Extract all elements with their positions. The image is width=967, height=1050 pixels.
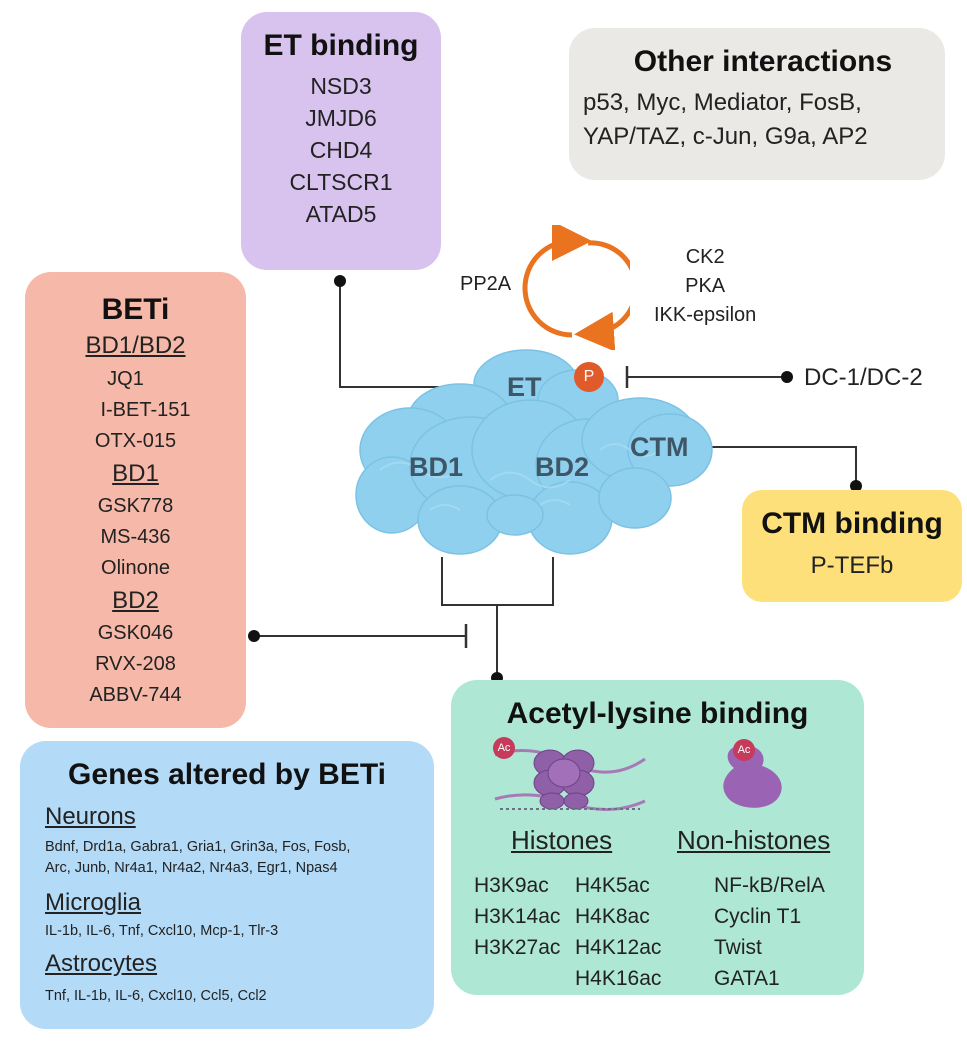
- et-binding-item: ATAD5: [305, 201, 377, 227]
- domain-ctm-label: CTM: [630, 432, 689, 462]
- et-binding-item: NSD3: [310, 73, 372, 99]
- genes-section-heading: Microglia: [45, 889, 142, 916]
- histone-marks-col2: H4K5ac H4K8ac H4K12ac H4K16ac: [575, 870, 661, 994]
- beti-group-heading-bd1: BD1: [112, 460, 159, 487]
- acetyl-lysine-title: Acetyl-lysine binding: [506, 697, 809, 730]
- acetyl-mark-label: Ac: [737, 744, 751, 756]
- histone-mark: H4K16ac: [575, 967, 662, 990]
- histone-marks-col1: H3K9ac H3K14ac H3K27ac: [474, 870, 560, 963]
- beti-inhibitor: RVX-208: [95, 653, 176, 675]
- et-binding-item: CHD4: [309, 137, 373, 163]
- beti-inhibition-dot: [248, 630, 260, 642]
- genes-line: Tnf, IL-1b, IL-6, Cxcl10, Ccl5, Ccl2: [45, 988, 267, 1004]
- phosphorylation-cycle-arrows: [522, 225, 630, 350]
- et-binding-item: CLTSCR1: [289, 169, 393, 195]
- non-histone-item: GATA1: [714, 967, 780, 990]
- domain-bd2-label: BD2: [535, 452, 590, 482]
- non-histone-item: Twist: [714, 936, 762, 959]
- et-binding-item: JMJD6: [305, 105, 377, 131]
- non-histones-heading: Non-histones: [677, 825, 831, 855]
- ctm-binding-title: CTM binding: [761, 507, 943, 540]
- ctm-binding-box: CTM binding P-TEFb: [742, 490, 962, 602]
- beti-box: BETi BD1/BD2 JQ1 I-BET-151 OTX-015 BD1 G…: [25, 272, 246, 728]
- genes-section-heading: Neurons: [45, 803, 136, 830]
- dc-inhibition-dot: [781, 371, 793, 383]
- beti-group-heading-bd1-bd2: BD1/BD2: [85, 332, 186, 359]
- other-interactions-line: YAP/TAZ, c-Jun, G9a, AP2: [583, 123, 868, 150]
- kinase-list: CK2 PKA IKK-epsilon: [654, 243, 756, 330]
- histone-mark: H3K14ac: [474, 905, 561, 928]
- non-histone-protein-icon: [723, 745, 782, 808]
- genes-line: Bdnf, Drd1a, Gabra1, Gria1, Grin3a, Fos,…: [45, 839, 351, 855]
- other-interactions-box: Other interactions p53, Myc, Mediator, F…: [569, 28, 945, 180]
- histone-mark: H3K27ac: [474, 936, 561, 959]
- genes-line: Arc, Junb, Nr4a1, Nr4a2, Nr4a3, Egr1, Np…: [45, 860, 338, 876]
- dc-inhibitor-label: DC-1/DC-2: [804, 364, 923, 391]
- et-binding-connector-dot: [334, 275, 346, 287]
- domain-et-label: ET: [507, 372, 542, 402]
- beti-inhibitor: GSK046: [97, 622, 174, 644]
- bd-bracket: [441, 557, 554, 606]
- beti-inhibitor: GSK778: [97, 495, 174, 517]
- genes-altered-box: Genes altered by BETi Neurons Bdnf, Drd1…: [20, 741, 434, 1029]
- nucleosome-icon: [494, 749, 646, 812]
- beti-title: BETi: [101, 293, 170, 326]
- et-binding-title: ET binding: [263, 29, 419, 62]
- phosphate-icon: P: [574, 362, 604, 392]
- kinase-label: CK2: [685, 246, 725, 268]
- beti-inhibitor: MS-436: [100, 526, 171, 548]
- histone-mark: H3K9ac: [474, 874, 549, 897]
- other-interactions-line: p53, Myc, Mediator, FosB,: [583, 89, 862, 116]
- genes-altered-title: Genes altered by BETi: [68, 758, 386, 791]
- acetyl-mark-non-histone: Ac: [733, 739, 755, 761]
- non-histone-item: NF-kB/RelA: [714, 874, 825, 897]
- non-histone-item: Cyclin T1: [714, 905, 802, 928]
- domain-bd1-label: BD1: [409, 452, 464, 482]
- kinase-label: IKK-epsilon: [654, 304, 757, 326]
- phosphatase-label: PP2A: [460, 273, 512, 295]
- beti-inhibitor: OTX-015: [94, 430, 177, 452]
- et-binding-connector: [339, 283, 478, 388]
- histone-mark: H4K5ac: [575, 874, 650, 897]
- non-histone-list: NF-kB/RelA Cyclin T1 Twist GATA1: [714, 870, 825, 994]
- ctm-connector-dot: [850, 480, 862, 492]
- kinase-label: PKA: [685, 275, 726, 297]
- beti-inhibitor: I-BET-151: [100, 399, 191, 421]
- ctm-connector: [700, 446, 857, 484]
- ctm-binding-item: P-TEFb: [810, 552, 894, 579]
- other-interactions-title: Other interactions: [633, 45, 893, 78]
- beti-inhibitor: ABBV-744: [89, 684, 182, 706]
- acetyl-mark-label: Ac: [497, 742, 511, 754]
- beti-inhibitor: Olinone: [101, 557, 170, 579]
- histone-mark: H4K12ac: [575, 936, 662, 959]
- acetyl-lysine-box: Acetyl-lysine binding: [451, 680, 864, 995]
- et-binding-box: ET binding NSD3 JMJD6 CHD4 CLTSCR1 ATAD5: [241, 12, 441, 270]
- histones-heading: Histones: [511, 825, 613, 855]
- genes-section-heading: Astrocytes: [45, 950, 158, 977]
- genes-line: IL-1b, IL-6, Tnf, Cxcl10, Mcp-1, Tlr-3: [45, 923, 279, 939]
- phosphate-label: P: [583, 368, 595, 385]
- acetyl-mark-histone: Ac: [493, 737, 515, 759]
- histone-mark: H4K8ac: [575, 905, 650, 928]
- beti-group-heading-bd2: BD2: [112, 587, 159, 614]
- beti-inhibitor: JQ1: [107, 368, 144, 390]
